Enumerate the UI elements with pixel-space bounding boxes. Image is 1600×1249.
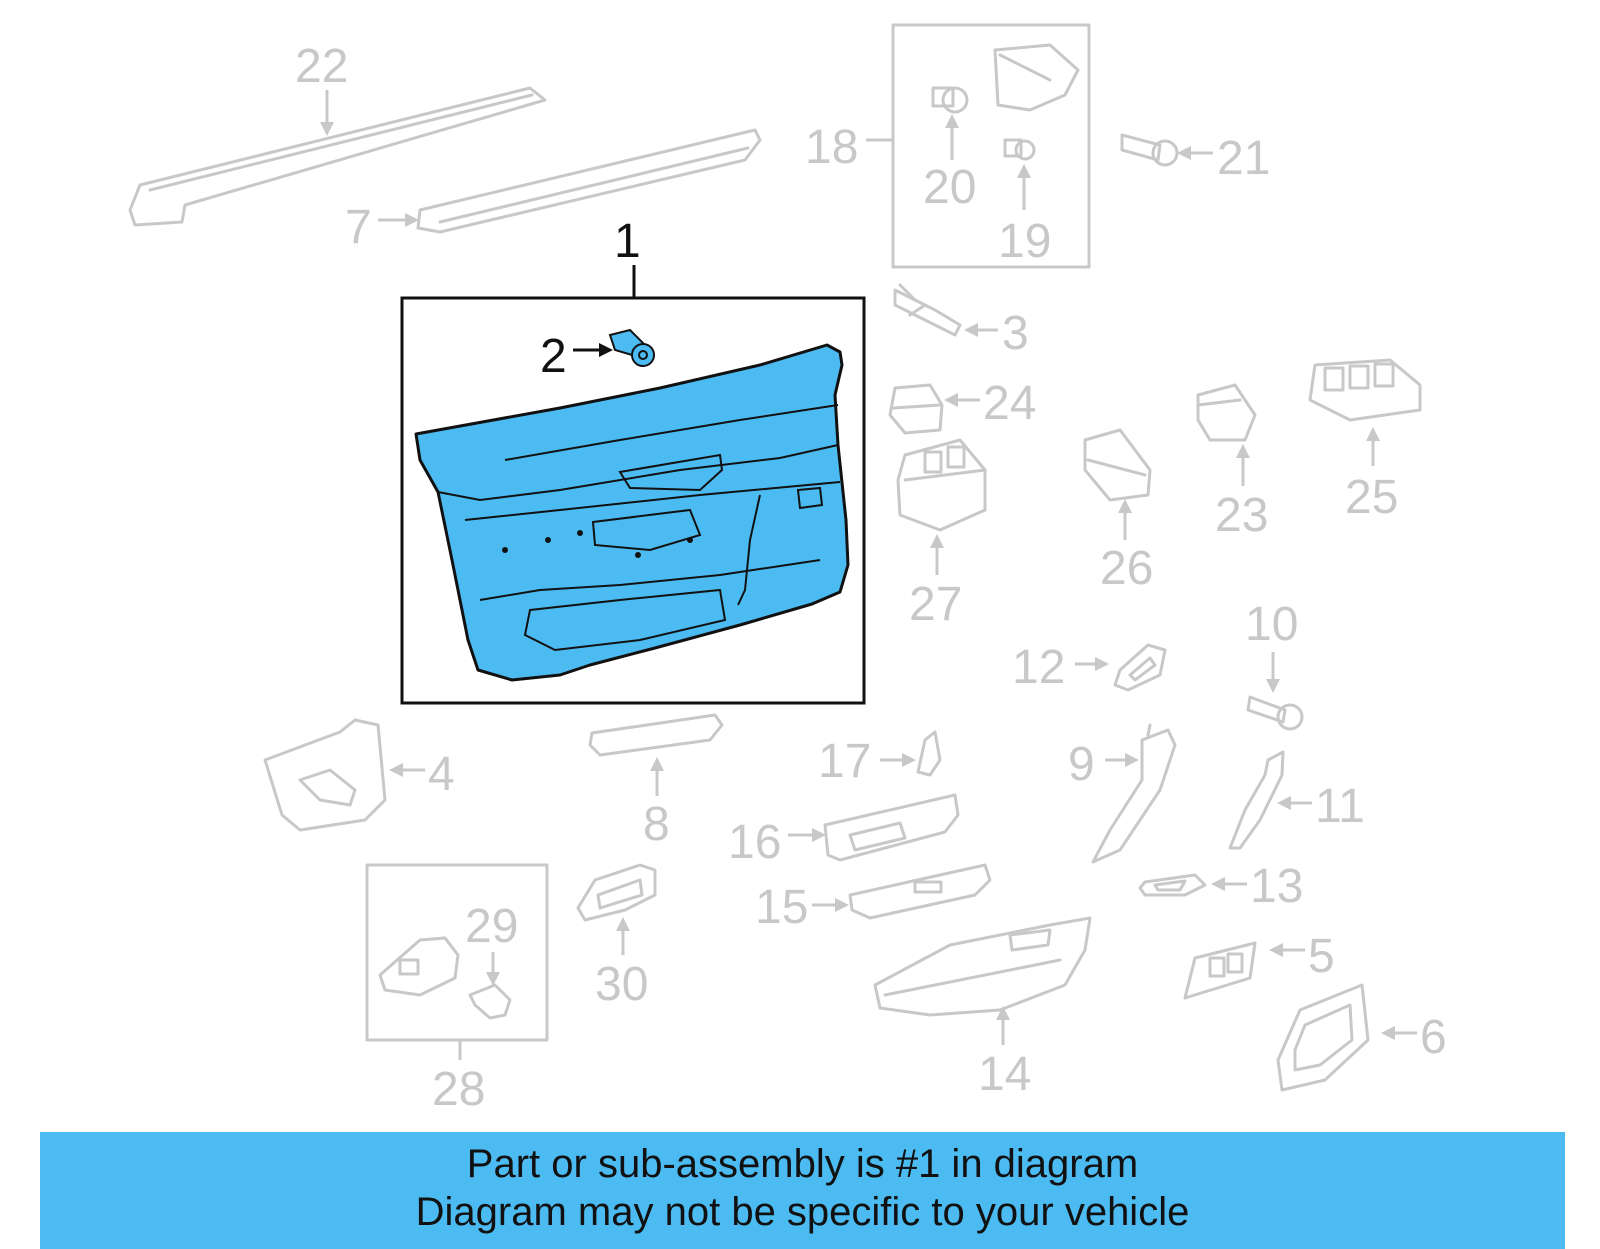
part-20-clip[interactable] [931,86,969,114]
part-7-weatherstrip[interactable] [416,128,762,234]
callout-17[interactable]: 17 [818,735,871,788]
part-27-window-switch[interactable] [896,438,987,532]
part-19-clip[interactable] [1003,138,1036,161]
part-4-handle[interactable] [263,718,387,832]
part-14-armrest[interactable] [873,916,1092,1017]
callout-3[interactable]: 3 [1002,307,1029,360]
callout-12[interactable]: 12 [1012,641,1065,694]
callout-10[interactable]: 10 [1245,598,1298,651]
callout-23[interactable]: 23 [1215,489,1268,542]
callout-16[interactable]: 16 [728,816,781,869]
footer-banner: Part or sub-assembly is #1 in diagram Di… [40,1132,1565,1249]
callout-27[interactable]: 27 [909,578,962,631]
part-8-trim[interactable] [588,713,724,757]
callout-19[interactable]: 19 [998,215,1051,268]
part-13-cover[interactable] [1138,873,1207,897]
part-1-door-trim-panel[interactable] [414,343,850,682]
callout-26[interactable]: 26 [1100,542,1153,595]
part-25-master-switch[interactable] [1308,358,1422,422]
callout-13[interactable]: 13 [1250,860,1303,913]
callout-24[interactable]: 24 [983,377,1036,430]
callout-28[interactable]: 28 [432,1063,485,1116]
part-21-screw[interactable] [1120,133,1179,167]
part-6-speaker-grille[interactable] [1276,983,1370,1092]
part-28-lamp[interactable] [378,936,460,997]
part-16-switch-panel[interactable] [823,793,960,862]
callout-30[interactable]: 30 [595,958,648,1011]
callout-20[interactable]: 20 [923,161,976,214]
part-26-switch-bezel[interactable] [1083,428,1152,502]
callout-22[interactable]: 22 [295,40,348,93]
callout-1[interactable]: 1 [614,215,641,268]
part-5-bezel[interactable] [1183,941,1257,1000]
callout-11[interactable]: 11 [1315,780,1365,833]
callout-4[interactable]: 4 [428,748,455,801]
part-30-pocket[interactable] [576,863,657,922]
callout-5[interactable]: 5 [1308,930,1335,983]
part-15-switch-panel[interactable] [848,863,992,920]
callout-2[interactable]: 2 [540,330,567,383]
part-18-trim-piece[interactable] [993,43,1080,112]
callout-6[interactable]: 6 [1420,1011,1447,1064]
part-23-cap[interactable] [1196,383,1257,442]
part-12-bezel[interactable] [1113,643,1167,692]
callout-25[interactable]: 25 [1345,471,1398,524]
callout-7[interactable]: 7 [345,201,372,254]
highlight-box-1 [400,296,866,705]
group-box-18 [891,23,1091,269]
callout-14[interactable]: 14 [978,1048,1031,1101]
footer-line-disclaimer: Diagram may not be specific to your vehi… [415,1190,1190,1234]
callout-18[interactable]: 18 [805,121,858,174]
callout-21[interactable]: 21 [1217,132,1270,185]
callout-15[interactable]: 15 [755,881,808,934]
part-24-switch-cover[interactable] [888,383,944,435]
part-10-screw[interactable] [1246,695,1304,731]
part-9-garnish[interactable] [1091,723,1177,864]
group-box-28 [365,863,549,1042]
part-29-bulb[interactable] [468,983,512,1020]
part-17-clip[interactable] [916,730,942,777]
part-22-molding[interactable] [128,86,547,227]
callout-9[interactable]: 9 [1068,738,1095,791]
part-2-clip[interactable] [608,328,655,367]
footer-line-part-info: Part or sub-assembly is #1 in diagram [466,1142,1139,1186]
part-3-clip[interactable] [893,283,962,337]
callout-8[interactable]: 8 [643,798,670,851]
part-11-garnish[interactable] [1228,750,1285,850]
callout-29[interactable]: 29 [465,900,518,953]
